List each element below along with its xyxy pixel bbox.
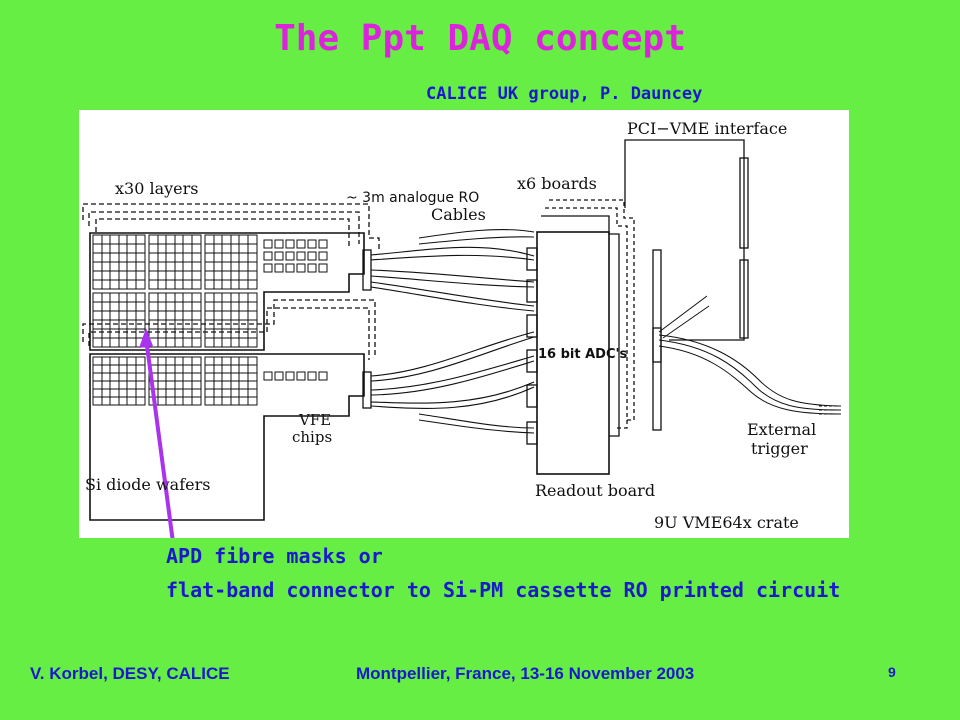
pci-vme-card-upper: [739, 157, 749, 249]
caption-line-2: flat-band connector to Si-PM cassette RO…: [166, 578, 841, 602]
footer-author: V. Korbel, DESY, CALICE: [30, 664, 230, 683]
label-cables: Cables: [431, 205, 486, 224]
label-readout-board: Readout board: [535, 481, 655, 500]
label-trigger: trigger: [751, 439, 808, 458]
label-chips: chips: [292, 428, 332, 446]
pci-vme-card-lower: [739, 259, 749, 339]
caption-line-1: APD fibre masks or: [166, 544, 383, 568]
label-boards: x6 boards: [517, 174, 597, 193]
vfe-chips-top: [263, 239, 328, 273]
label-pci-vme: PCI−VME interface: [627, 119, 787, 138]
wafer-grid-bottom: [92, 356, 258, 406]
slide-subtitle: CALICE UK group, P. Dauncey: [426, 84, 703, 104]
trigger-lines: [658, 295, 840, 415]
pci-vme-frame: [624, 139, 745, 341]
readout-boards: [526, 199, 662, 475]
diagram-drawing: PCI−VME interface x6 boards x30 layers ~…: [82, 119, 841, 538]
apd-arrow: [139, 328, 175, 538]
daq-diagram: PCI−VME interface x6 boards x30 layers ~…: [79, 110, 849, 538]
page-number: 9: [888, 664, 896, 680]
wafer-grid-top: [92, 234, 258, 348]
label-crate: 9U VME64x crate: [654, 513, 799, 532]
label-si-wafers: Si diode wafers: [85, 475, 210, 494]
bottom-module-outline: [89, 353, 365, 521]
label-external: External: [747, 420, 816, 439]
slide-title: The Ppt DAQ concept: [274, 18, 686, 59]
label-layers: x30 layers: [115, 179, 199, 198]
layer-outlines-bottom: [82, 299, 376, 360]
vfe-chips-bottom: [263, 371, 328, 381]
label-analogue-ro: ~ 3m analogue RO: [346, 190, 479, 206]
cables: [370, 228, 535, 434]
label-vfe: VFE: [298, 411, 331, 429]
label-adc: 16 bit ADC's: [538, 347, 627, 362]
footer-event: Montpellier, France, 13-16 November 2003: [356, 664, 695, 683]
